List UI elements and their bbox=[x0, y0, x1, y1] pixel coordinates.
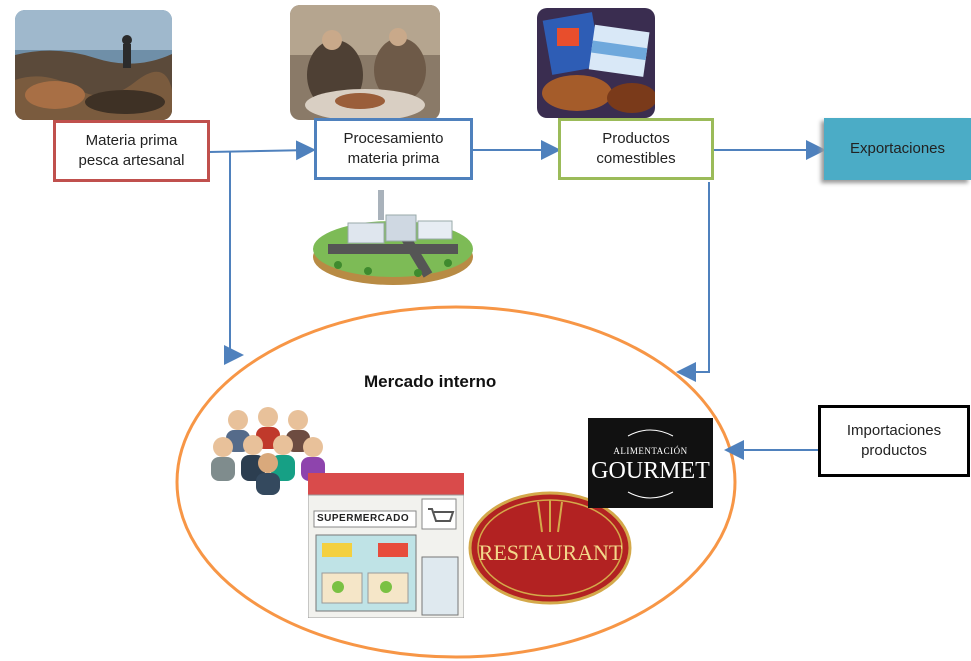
node-procesamiento: Procesamiento materia prima bbox=[314, 118, 473, 180]
photo-edible-products bbox=[537, 8, 655, 118]
node-exportaciones: Exportaciones bbox=[824, 118, 971, 180]
arrow-productos-to-mercado bbox=[676, 182, 710, 382]
people-group-icon bbox=[211, 407, 325, 495]
arrow-materia-to-mercado bbox=[224, 152, 244, 365]
node-productos-label: Productos comestibles bbox=[596, 130, 676, 167]
node-procesamiento-label: Procesamiento materia prima bbox=[343, 130, 444, 167]
arrow-materia-to-procesamiento bbox=[208, 140, 316, 161]
mercado-ellipse bbox=[175, 305, 737, 659]
photo-processing-workers bbox=[290, 5, 440, 120]
restaurant-sign: RESTAURANT bbox=[478, 540, 623, 565]
node-importaciones-label: Importaciones productos bbox=[846, 422, 942, 459]
node-materia-prima-label: Materia prima pesca artesanal bbox=[78, 132, 185, 169]
node-exportaciones-label: Exportaciones bbox=[849, 140, 946, 157]
gourmet-small-text: ALIMENTACIÓN bbox=[613, 446, 688, 456]
illustration-factory bbox=[308, 185, 478, 290]
node-materia-prima: Materia prima pesca artesanal bbox=[53, 120, 210, 182]
mercado-title: Mercado interno bbox=[364, 372, 497, 391]
node-importaciones: Importaciones productos bbox=[818, 405, 970, 477]
gourmet-big-text: GOURMET bbox=[591, 458, 710, 484]
photo-artisanal-fishing bbox=[15, 10, 172, 120]
restaurant-logo: RESTAURANT bbox=[468, 490, 633, 605]
gourmet-logo: ALIMENTACIÓN GOURMET bbox=[588, 418, 713, 508]
supermarket-sign: SUPERMERCADO bbox=[317, 513, 410, 524]
supermarket-illustration: SUPERMERCADO bbox=[308, 473, 464, 618]
node-productos: Productos comestibles bbox=[558, 118, 714, 180]
